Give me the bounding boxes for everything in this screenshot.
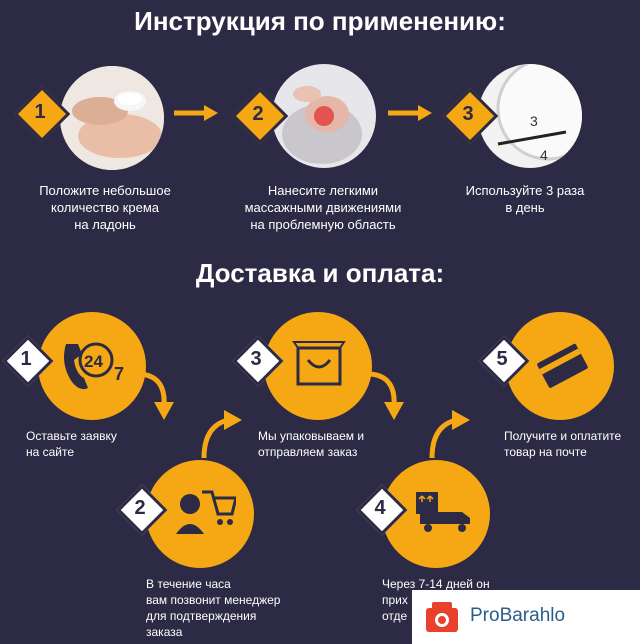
- instruction-caption-2: Нанесите легкими массажными движениями н…: [244, 183, 402, 232]
- svg-text:3: 3: [530, 113, 538, 129]
- arrow-right-icon: [388, 105, 432, 121]
- step-circle: [146, 460, 254, 568]
- delivery-caption-3: Мы упаковываем и отправляем заказ: [258, 429, 365, 459]
- hands-cream-photo: [60, 66, 164, 170]
- shopping-bag-icon: [292, 341, 346, 386]
- svg-text:7: 7: [114, 364, 124, 384]
- step-circle: [38, 312, 146, 420]
- curved-arrow-icon: [369, 371, 404, 420]
- curved-arrow-icon: [139, 371, 174, 420]
- delivery-caption-5: Получите и оплатите товар на почте: [504, 429, 622, 459]
- curved-arrow-icon: [429, 410, 470, 459]
- operator-cart-icon: [176, 490, 236, 534]
- phone-24-7-icon: 24 7: [64, 342, 124, 390]
- step-number: 3: [250, 348, 262, 370]
- knee-pain-photo: [272, 64, 376, 168]
- probarahlo-watermark[interactable]: ProBarahlo: [412, 590, 640, 644]
- step-number: 2: [252, 103, 264, 125]
- logo-icon: [426, 602, 458, 632]
- instructions-title: Инструкция по применению:: [134, 6, 506, 36]
- delivery-caption-2: В течение часа вам позвонит менеджер для…: [146, 577, 281, 639]
- delivery-caption-4: Через 7-14 дней он прих отде: [382, 577, 490, 623]
- step-number: 3: [462, 103, 474, 125]
- credit-card-icon: [537, 343, 588, 388]
- svg-text:4: 4: [540, 147, 548, 163]
- step-number: 1: [20, 348, 32, 370]
- instruction-caption-1: Положите небольшое количество крема на л…: [39, 183, 171, 232]
- arrow-right-icon: [174, 105, 218, 121]
- delivery-caption-1: Оставьте заявку на сайте: [26, 429, 117, 459]
- instruction-caption-3: Используйте 3 раза в день: [465, 183, 585, 215]
- curved-arrow-icon: [201, 410, 242, 459]
- step-number: 2: [134, 497, 146, 519]
- delivery-title: Доставка и оплата:: [195, 258, 445, 288]
- svg-text:24: 24: [84, 352, 103, 371]
- step-number: 5: [496, 348, 508, 370]
- watermark-text: ProBarahlo: [470, 605, 566, 626]
- step-number: 1: [34, 101, 46, 123]
- delivery-truck-icon: [416, 492, 470, 532]
- step-number: 4: [374, 497, 386, 519]
